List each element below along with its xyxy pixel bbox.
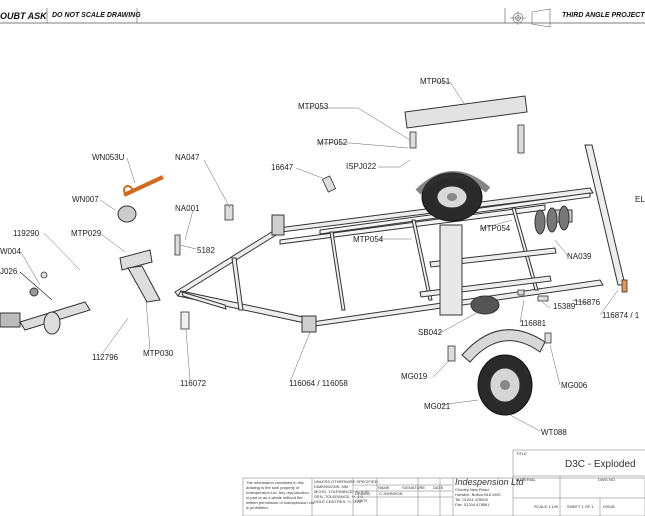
part-label-mtp053: MTP053 (298, 102, 329, 111)
part-labels: MTP051 MTP053 MTP052 ISPJ022 16647 WN053… (0, 77, 645, 437)
company-address-3: Tel. 01204 478500 (455, 497, 489, 502)
tolerances-heading: UNLESS OTHERWISE SPECIFIED: (314, 479, 379, 484)
chkd-label: CHK'D (355, 498, 367, 503)
part-label-16647: 16647 (271, 163, 294, 172)
company-address-2: Horwich, Bolton BL6 6HG. (455, 492, 502, 497)
header-projection: THIRD ANGLE PROJECT (562, 12, 645, 19)
part-label-mg019: MG019 (401, 372, 428, 381)
part-label-wn053u: WN053U (92, 153, 125, 162)
leader-lines (20, 81, 619, 432)
part-label-116072: 116072 (180, 379, 207, 388)
tolerance-line-1: DIMENSIONS: MM (314, 484, 348, 489)
confidential-1: The information contained in this (246, 480, 304, 485)
material-caption: MATERIAL (516, 477, 536, 482)
part-label-w004: W004 (0, 247, 21, 256)
part-label-119290: 119290 (13, 229, 40, 238)
part-label-na001: NA001 (175, 204, 200, 213)
drawn-label: DRAWN (355, 491, 370, 496)
tolerance-line-2: MCHG. TOLERANCE: +/- 0.25 (314, 489, 369, 494)
tolerance-line-3: GEN. TOLERANCE: +/- 1.0 (314, 494, 364, 499)
company-address-4: Fax. 01204 478561 (455, 502, 490, 507)
mtp051-part (404, 95, 528, 129)
confidential-6: is prohibited. (246, 505, 269, 510)
part-label-na047: NA047 (175, 153, 200, 162)
tolerance-line-4: HOLE CENTRES: +/- 0.25 (314, 499, 362, 504)
confidential-5: written permission of Indespension Ltd (246, 500, 314, 505)
drawn-name: C.JOHNSON (379, 491, 403, 496)
header-scale-note: DO NOT SCALE DRAWING (52, 12, 141, 19)
part-label-mtp051: MTP051 (420, 77, 451, 86)
confidential-2: drawing is the sole property of (246, 485, 300, 490)
title-caption: TITLE (516, 451, 527, 456)
projection-symbol-icon (510, 8, 551, 28)
wheel-upper (415, 171, 491, 222)
part-label-mtp054-left: MTP054 (353, 235, 384, 244)
col-name: NAME (378, 485, 390, 490)
part-label-mg006: MG006 (561, 381, 588, 390)
part-label-el: EL (635, 195, 645, 204)
dwg-caption: DWG NO. (598, 477, 616, 482)
title-block-text: TITLE D3C - Exploded Indespension Ltd Ch… (246, 451, 636, 510)
col-signature: SIGNATURE (402, 485, 425, 490)
part-label-sb042: SB042 (418, 328, 443, 337)
confidential-4: in part or as a whole without the (246, 495, 303, 500)
tow-hitch (0, 287, 91, 335)
issue-caption: ISSUE (603, 504, 615, 509)
company-name: Indespension Ltd (455, 477, 525, 487)
part-label-116876: 116876 (574, 298, 601, 307)
axle-assembly (439, 205, 570, 316)
col-date: DATE (433, 485, 444, 490)
part-label-mtp052: MTP052 (317, 138, 348, 147)
part-label-mtp054-right: MTP054 (480, 224, 511, 233)
part-label-j026: J026 (0, 267, 18, 276)
wheel-lower (461, 329, 546, 416)
part-label-116064: 116064 / 116058 (289, 379, 348, 388)
company-address-1: Chorley New Road (455, 487, 489, 492)
part-label-5182: 5182 (197, 246, 215, 255)
part-label-wt088: WT088 (541, 428, 567, 437)
part-label-mtp030: MTP030 (143, 349, 174, 358)
part-label-112796: 112796 (92, 353, 119, 362)
part-label-116874: 116874 / 1 (602, 311, 640, 320)
part-label-na039: NA039 (567, 252, 592, 261)
sheet-value: SHEET 1 OF 1 (567, 504, 594, 509)
part-label-116881: 116881 (520, 319, 547, 328)
part-label-wn007: WN007 (72, 195, 99, 204)
scale-value: SCALE 1:100 (534, 504, 559, 509)
small-parts (19, 124, 628, 362)
drawing-title: D3C - Exploded (565, 459, 636, 470)
header-left-note: OUBT ASK (0, 11, 47, 21)
confidential-3: Indespension Ltd. Any reproduction (246, 490, 309, 495)
title-block (242, 449, 645, 516)
part-label-mg021: MG021 (424, 402, 451, 411)
part-label-ispj022: ISPJ022 (346, 162, 377, 171)
winch-post (117, 205, 161, 303)
part-label-mtp029: MTP029 (71, 229, 102, 238)
part-label-15389: 15389 (553, 302, 576, 311)
